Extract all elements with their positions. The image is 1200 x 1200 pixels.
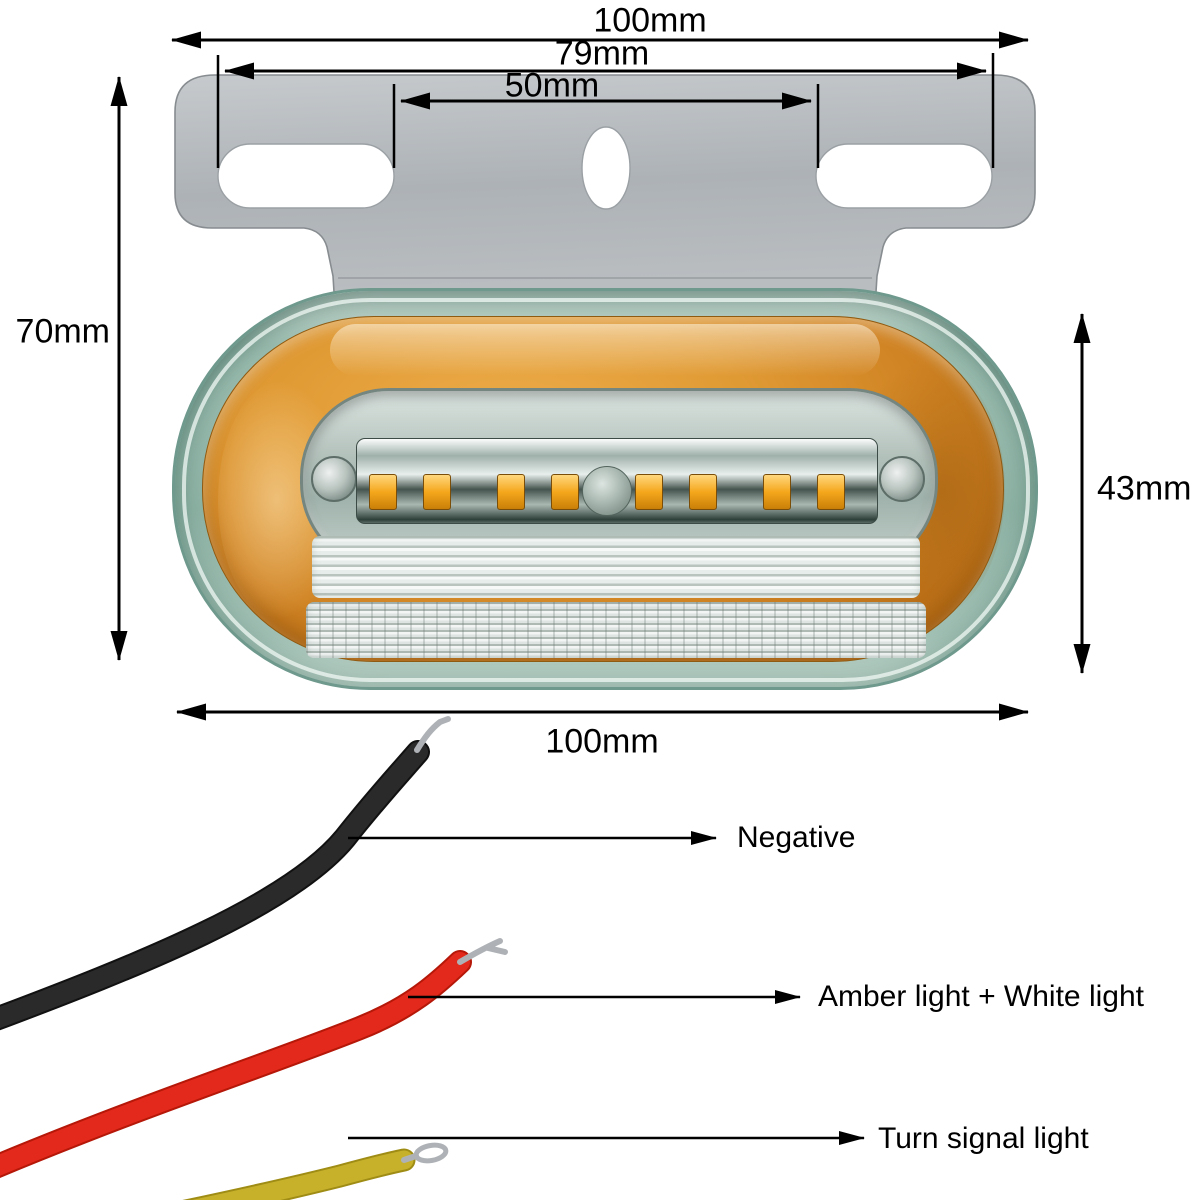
led-chip	[423, 474, 451, 510]
dim-label-mount-inner: 50mm	[504, 66, 600, 105]
wire-label-negative: Negative	[737, 821, 856, 854]
dim-label-overall-width-top: 100mm	[593, 1, 707, 40]
mounting-slot-right	[815, 143, 993, 209]
center-hole	[581, 126, 631, 210]
clear-lens-ribs-upper	[312, 536, 920, 598]
dim-label-mount-outer: 79mm	[554, 34, 650, 73]
red-wire	[0, 938, 508, 1178]
red-wire-tip	[457, 938, 508, 965]
led-chip	[689, 474, 717, 510]
lamp-screw-right	[879, 456, 925, 502]
dim-label-lamp-height: 43mm	[1097, 469, 1192, 508]
black-wire	[0, 716, 451, 1031]
led-chip	[369, 474, 397, 510]
led-chip	[763, 474, 791, 510]
dim-label-overall-height: 70mm	[15, 312, 110, 351]
led-chip	[817, 474, 845, 510]
led-strip-center-lens	[582, 466, 632, 516]
dim-label-lamp-width-bottom: 100mm	[545, 722, 659, 761]
yellow-wire-tip-loop	[413, 1142, 449, 1164]
reflector-sheen	[330, 324, 880, 376]
led-chip	[551, 474, 579, 510]
clear-lens-ribs-lower	[306, 602, 926, 658]
black-wire-tip	[414, 716, 451, 753]
led-chip	[497, 474, 525, 510]
led-chip	[635, 474, 663, 510]
mounting-slot-left	[217, 143, 395, 209]
lamp-lens-highlight	[182, 298, 1030, 682]
yellow-wire	[182, 1142, 449, 1200]
wire-label-amber-white: Amber light + White light	[818, 980, 1144, 1013]
wire-label-turn-signal: Turn signal light	[878, 1122, 1089, 1155]
